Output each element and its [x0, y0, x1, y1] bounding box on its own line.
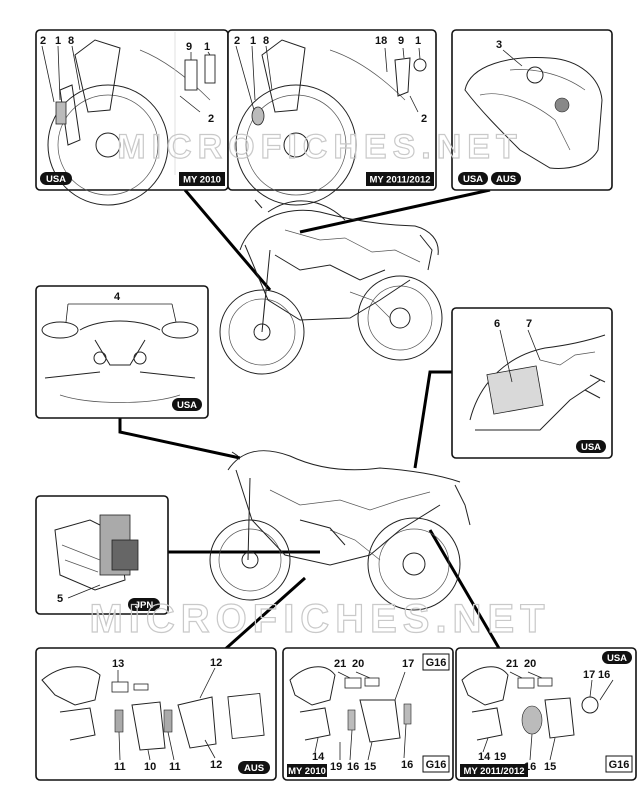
year-label: MY 2011/2012: [463, 766, 524, 777]
callout-number: 2: [208, 113, 214, 125]
callout-number: 17: [402, 658, 414, 670]
motorcycle-lower-illustration: [209, 450, 471, 611]
callout-number: 21: [334, 658, 346, 670]
region-badge: [602, 651, 632, 664]
region-badge: [491, 172, 521, 185]
year-label-box: [366, 172, 434, 186]
panel-plate-aus: 13 12 11 10 11 12 AUS: [35, 647, 277, 781]
year-label: MY 2010: [183, 175, 221, 186]
region-badge-label: USA: [607, 653, 627, 664]
callout-number: 10: [144, 761, 156, 773]
callout-number: 19: [330, 761, 342, 773]
year-label-box: [287, 764, 327, 777]
g16-label: G16: [426, 759, 447, 771]
panel-headlight-usa: 2 1 8 2 USA: [35, 29, 229, 206]
region-badge-label: USA: [177, 400, 197, 411]
connector-plate-left: [221, 576, 306, 654]
callout-number: 18: [375, 35, 387, 47]
panel-jpn: 5 JPN: [35, 495, 169, 615]
callout-number: 9: [398, 35, 404, 47]
region-badge: [238, 761, 270, 774]
callout-number: 14: [478, 751, 491, 763]
callout-number: 16: [347, 761, 359, 773]
g16-box: [422, 755, 450, 773]
callout-number: 16: [401, 759, 413, 771]
year-label: MY 2010: [288, 766, 326, 777]
callout-number: 6: [494, 318, 500, 330]
callout-number: 8: [68, 35, 74, 47]
year-label: MY 2011/2012: [369, 175, 430, 186]
g16-label: G16: [426, 657, 447, 669]
region-badge-label: JPN: [135, 600, 154, 611]
callout-number: 2: [40, 35, 46, 47]
callout-number: 19: [494, 751, 506, 763]
region-badge: [128, 598, 160, 611]
callout-number: 2: [421, 113, 427, 125]
callout-number: 12: [210, 657, 222, 669]
callout-number: 2: [234, 35, 240, 47]
callout-number: 20: [352, 658, 364, 670]
callout-number: 21: [506, 658, 518, 670]
year-label-box: [179, 172, 225, 186]
region-badge-label: USA: [581, 442, 601, 453]
g16-label: G16: [609, 759, 630, 771]
callout-number: 12: [210, 759, 222, 771]
connector-plate-right: [428, 529, 502, 651]
g16-box: [605, 755, 633, 773]
region-badge: [458, 172, 488, 185]
callout-number: 16: [598, 669, 610, 681]
callout-number: 17: [583, 669, 595, 681]
connector-mirrors: [118, 418, 241, 460]
callout-number: 11: [114, 761, 126, 773]
callout-number: 8: [263, 35, 269, 47]
callout-number: 14: [312, 751, 325, 763]
region-badge: [576, 440, 606, 453]
year-label-box: [460, 764, 528, 777]
watermark-text: MICROFICHES.NET: [117, 128, 522, 166]
region-badge: [40, 172, 72, 185]
panel-tank: 3 USA AUS: [451, 29, 613, 191]
callout-number: 11: [169, 761, 181, 773]
connector-headlight: [183, 189, 272, 291]
region-badge-label: AUS: [496, 174, 516, 185]
motorcycle-upper-illustration: [219, 199, 443, 375]
panel-tail: 6 7 USA: [451, 307, 613, 459]
callout-number: 7: [526, 318, 532, 330]
watermark-text: MICROFICHES.NET: [89, 597, 550, 641]
callout-number: 9: [186, 41, 192, 53]
connector-tank: [299, 188, 491, 234]
panel-mirrors: 4 USA: [35, 285, 209, 419]
region-badge-label: USA: [463, 174, 483, 185]
connector-lines: [118, 188, 502, 654]
watermark: MICROFICHES.NET MICROFICHES.NET: [89, 127, 550, 641]
region-badge-label: USA: [46, 174, 66, 185]
callout-number: 4: [114, 291, 121, 303]
callout-number: 15: [544, 761, 556, 773]
callout-number: 3: [496, 39, 502, 51]
callout-number: 1: [415, 35, 421, 47]
callout-number: 13: [112, 658, 124, 670]
subpanel-headlight-my2010: 9 1 MY 2010: [174, 32, 225, 186]
panel-plate-my2011: 21 20 17 16 14 19 16 15 USA G16 MY 2011/…: [455, 647, 637, 781]
connector-tail: [413, 370, 452, 469]
panel-plate-my2010: 21 20 17 14 19 16 15 16 G16 G16 MY 2010: [282, 647, 454, 781]
g16-box: [422, 653, 450, 671]
callout-number: 1: [55, 35, 61, 47]
callout-number: 1: [204, 41, 210, 53]
region-badge: [172, 398, 202, 411]
callout-number: 5: [57, 593, 63, 605]
panel-headlight-my2011: 2 1 8 18 9 1 2 MY 2011/2012: [227, 29, 437, 206]
callout-number: 20: [524, 658, 536, 670]
callout-number: 15: [364, 761, 376, 773]
region-badge-label: AUS: [244, 763, 264, 774]
callout-number: 1: [250, 35, 256, 47]
